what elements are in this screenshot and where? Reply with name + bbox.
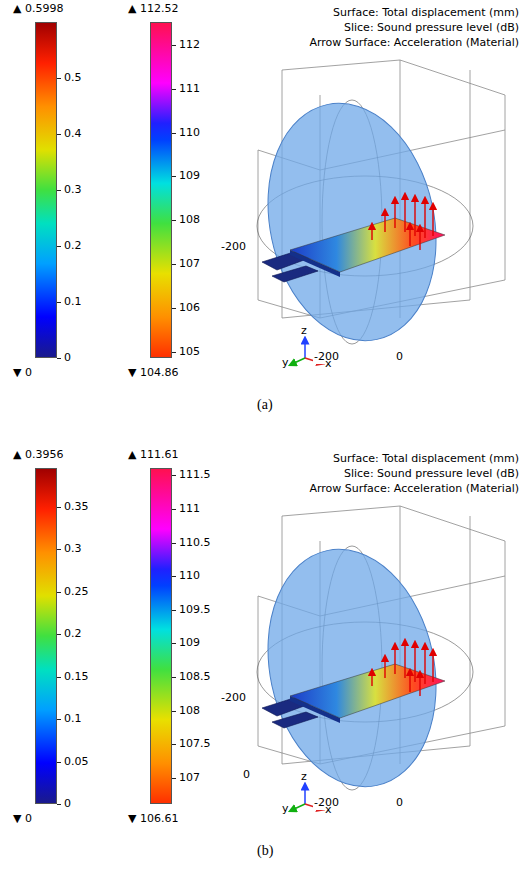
colorbar xyxy=(150,468,172,804)
tick-mark xyxy=(172,643,176,644)
tick-label: 0.2 xyxy=(64,627,82,641)
tick-label: 110.5 xyxy=(179,536,211,550)
plot-title: Slice: Sound pressure level (dB) xyxy=(344,467,519,481)
tick-mark xyxy=(57,134,61,135)
tick-label: 107 xyxy=(179,771,200,785)
tick-label: 110 xyxy=(179,569,200,583)
tick-label: 111 xyxy=(179,82,200,96)
tick-mark xyxy=(57,246,61,247)
tick-label: 112 xyxy=(179,38,200,52)
tick-mark xyxy=(172,509,176,510)
axis-tick-label: -200 xyxy=(220,691,247,705)
tick-mark xyxy=(172,220,176,221)
tick-label: 105 xyxy=(179,345,200,359)
axis-tick-label: 0 xyxy=(242,768,251,782)
colorbar-min: ▼ 0 xyxy=(13,366,32,380)
tick-mark xyxy=(57,804,61,805)
colorbar-max: ▲ 0.3956 xyxy=(13,448,63,462)
colorbar xyxy=(35,22,57,358)
tick-label: 108 xyxy=(179,704,200,718)
plot-title: Slice: Sound pressure level (dB) xyxy=(344,21,519,35)
tick-mark xyxy=(57,677,61,678)
axis-tick-label: -200 xyxy=(220,240,247,254)
axis-name: x xyxy=(325,357,332,371)
colorbar xyxy=(150,22,172,358)
tick-mark xyxy=(172,89,176,90)
tick-mark xyxy=(172,176,176,177)
tick-label: 0.25 xyxy=(64,585,89,599)
panel-caption: (b) xyxy=(257,844,273,858)
panel-caption: (a) xyxy=(257,398,273,412)
colorbar-min: ▼ 104.86 xyxy=(128,366,178,380)
tick-mark xyxy=(172,744,176,745)
colorbar-max: ▲ 112.52 xyxy=(128,2,178,16)
tick-mark xyxy=(57,507,61,508)
tick-label: 0.1 xyxy=(64,712,82,726)
axis-name: y xyxy=(282,356,289,370)
tick-mark xyxy=(172,610,176,611)
plot-title: Arrow Surface: Acceleration (Material) xyxy=(309,36,519,50)
tick-label: 0.3 xyxy=(64,183,82,197)
tick-mark xyxy=(57,592,61,593)
tick-mark xyxy=(57,634,61,635)
tick-label: 107 xyxy=(179,257,200,271)
tick-mark xyxy=(57,78,61,79)
tick-label: 0.5 xyxy=(64,71,82,85)
tick-mark xyxy=(57,719,61,720)
tick-label: 108 xyxy=(179,213,200,227)
tick-label: 106 xyxy=(179,301,200,315)
tick-label: 109.5 xyxy=(179,603,211,617)
tick-label: 0.05 xyxy=(64,755,89,769)
tick-label: 109 xyxy=(179,169,200,183)
tick-label: 108.5 xyxy=(179,670,211,684)
tick-label: 0 xyxy=(64,797,71,811)
tick-label: 0 xyxy=(64,351,71,365)
tick-label: 111.5 xyxy=(179,468,211,482)
tick-mark xyxy=(172,352,176,353)
tick-mark xyxy=(57,190,61,191)
tick-label: 111 xyxy=(179,502,200,516)
tick-mark xyxy=(172,475,176,476)
colorbar-min: ▼ 106.61 xyxy=(128,812,178,826)
tick-label: 0.3 xyxy=(64,542,82,556)
tick-mark xyxy=(172,264,176,265)
tick-mark xyxy=(172,308,176,309)
tick-mark xyxy=(57,549,61,550)
tick-label: 0.2 xyxy=(64,239,82,253)
plot-3d xyxy=(247,60,505,364)
colorbar xyxy=(35,468,57,804)
tick-label: 0.35 xyxy=(64,500,89,514)
plot-title: Arrow Surface: Acceleration (Material) xyxy=(309,482,519,496)
tick-label: 107.5 xyxy=(179,737,211,751)
tick-mark xyxy=(57,762,61,763)
tick-mark xyxy=(172,45,176,46)
axis-tick-label: 0 xyxy=(395,350,404,364)
tick-mark xyxy=(172,778,176,779)
axis-tick-label: 0 xyxy=(395,796,404,810)
plot-3d xyxy=(247,506,505,810)
axis-name: y xyxy=(282,802,289,816)
tick-label: 110 xyxy=(179,126,200,140)
plot-title: Surface: Total displacement (mm) xyxy=(333,452,519,466)
tick-mark xyxy=(172,677,176,678)
tick-mark xyxy=(172,543,176,544)
tick-mark xyxy=(172,576,176,577)
colorbar-min: ▼ 0 xyxy=(13,812,32,826)
tick-label: 0.15 xyxy=(64,670,89,684)
tick-label: 109 xyxy=(179,636,200,650)
colorbar-max: ▲ 111.61 xyxy=(128,448,178,462)
tick-mark xyxy=(57,358,61,359)
tick-mark xyxy=(172,711,176,712)
axis-name: z xyxy=(301,324,307,338)
plot-title: Surface: Total displacement (mm) xyxy=(333,6,519,20)
colorbar-max: ▲ 0.5998 xyxy=(13,2,63,16)
tick-mark xyxy=(172,133,176,134)
tick-label: 0.1 xyxy=(64,295,82,309)
axis-name: z xyxy=(301,770,307,784)
tick-mark xyxy=(57,302,61,303)
tick-label: 0.4 xyxy=(64,127,82,141)
axis-name: x xyxy=(325,803,332,817)
